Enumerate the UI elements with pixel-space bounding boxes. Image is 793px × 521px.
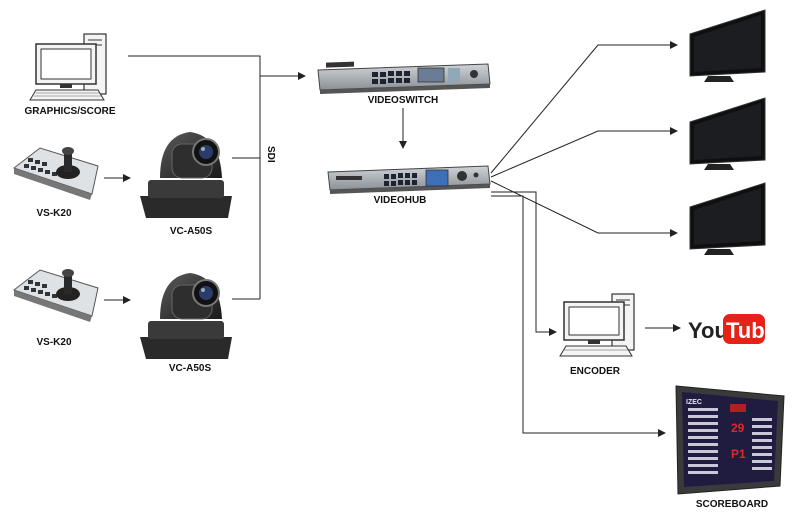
videoswitch-rack-icon bbox=[317, 61, 491, 94]
scoreboard-header-text: IZEC bbox=[686, 399, 702, 406]
scoreboard-label: SCOREBOARD bbox=[695, 499, 769, 510]
keyboard1-icon bbox=[12, 147, 99, 200]
keyboard2-label: VS-K20 bbox=[36, 337, 72, 348]
youtube-logo: You Tube bbox=[688, 314, 777, 344]
hub-to-tv1-line bbox=[490, 41, 678, 174]
keyboard1-label: VS-K20 bbox=[36, 208, 72, 219]
camera2-icon bbox=[140, 273, 232, 359]
graphics-score-label: GRAPHICS/SCORE bbox=[24, 106, 116, 117]
graphics-pc-icon bbox=[29, 33, 107, 101]
svg-text:You: You bbox=[688, 318, 728, 343]
camera1-label: VC-A50S bbox=[169, 226, 213, 237]
scoreboard-number-2: P1 bbox=[731, 447, 746, 461]
tv1-icon bbox=[689, 9, 766, 82]
videoswitch-label: VIDEOSWITCH bbox=[367, 95, 439, 106]
sdi-label: SDI bbox=[265, 146, 276, 163]
keyboard2-icon bbox=[12, 269, 99, 322]
hub-to-encoder-line bbox=[491, 191, 557, 336]
scoreboard-icon: IZEC 29 P1 bbox=[675, 385, 785, 495]
encoder-label: ENCODER bbox=[569, 366, 621, 377]
scoreboard-number-1: 29 bbox=[731, 421, 745, 435]
camera2-label: VC-A50S bbox=[168, 363, 212, 374]
camera1-icon bbox=[140, 132, 232, 218]
hub-to-tv3-line bbox=[490, 180, 678, 237]
tv2-icon bbox=[689, 97, 766, 170]
hub-to-scoreboard-line bbox=[491, 195, 666, 437]
svg-text:Tube: Tube bbox=[726, 318, 777, 343]
encoder-pc-icon bbox=[559, 293, 635, 357]
tv3-icon bbox=[689, 182, 766, 255]
videohub-label: VIDEOHUB bbox=[373, 195, 427, 206]
videohub-rack-icon bbox=[327, 165, 491, 194]
hub-to-tv2-line bbox=[490, 127, 678, 178]
graphics-to-switch-line bbox=[128, 55, 306, 80]
connection-lines bbox=[104, 41, 681, 437]
